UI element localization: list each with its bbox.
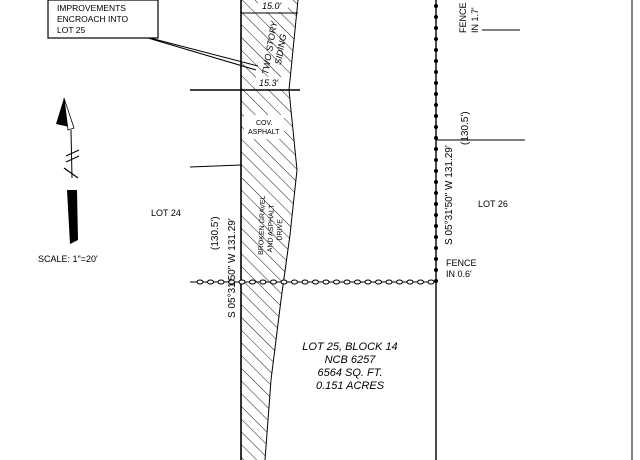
callout-line-3: LOT 25 <box>57 25 85 35</box>
right-boundary-line <box>434 0 633 460</box>
drive-label-3: DRIVE <box>277 219 285 241</box>
fence-post <box>238 279 246 285</box>
fence-post <box>434 224 438 228</box>
fence-post <box>228 279 235 285</box>
fence-dots-vertical <box>434 4 438 283</box>
callout-line-2: ENCROACH INTO <box>57 14 129 24</box>
fence-post <box>434 37 438 41</box>
fence-post <box>434 4 438 8</box>
fence-post <box>301 279 309 285</box>
right-line-bearing: S 05°31'50" W 131.29' <box>444 145 455 245</box>
left-line-bearing: S 05°31'50" W 131.29' <box>227 218 238 318</box>
scale-label: SCALE: 1"=20' <box>38 254 98 264</box>
fence-post <box>434 268 438 272</box>
fence-post <box>427 279 435 285</box>
fence-post <box>207 279 214 285</box>
fence-post <box>259 279 267 285</box>
cov-label-2: ASPHALT <box>248 129 280 136</box>
fence-post <box>406 279 414 285</box>
fence-post <box>434 158 438 162</box>
encroachment-callout: IMPROVEMENTS ENCROACH INTO LOT 25 <box>47 0 259 71</box>
structure-dim-top: 15.0' <box>262 1 282 11</box>
fence-post <box>434 180 438 184</box>
callout-line-1: IMPROVEMENTS <box>57 3 126 13</box>
fence-post <box>434 92 438 96</box>
fence-top-label-2: IN 1.7' <box>470 7 480 33</box>
two-story-structure <box>190 0 300 460</box>
fence-post <box>434 15 438 19</box>
fence-mid-label-1: FENCE <box>446 258 477 268</box>
fence-post <box>417 279 424 285</box>
encroachment-hatch <box>241 0 298 460</box>
fence-post <box>270 279 277 285</box>
fence-top-label-1: FENCE <box>458 2 468 33</box>
fence-post <box>217 279 225 285</box>
subject-lot-info: LOT 25, BLOCK 14 NCB 6257 6564 SQ. FT. 0… <box>302 341 397 392</box>
drive-label-1: BROKEN GRAVEL <box>258 195 267 255</box>
fence-post <box>396 279 403 285</box>
fence-post <box>291 279 298 285</box>
structure-dim-bottom: 15.3' <box>259 78 279 88</box>
fence-post <box>364 279 372 285</box>
subject-line-2: NCB 6257 <box>325 354 377 366</box>
fence-post <box>434 202 438 206</box>
fence-post <box>434 103 438 107</box>
subject-line-4: 0.151 ACRES <box>316 380 385 392</box>
fence-line-horizontal <box>190 279 436 285</box>
fence-post <box>434 235 438 239</box>
fence-post <box>434 136 438 140</box>
right-line-record: (130.5') <box>460 111 471 145</box>
fence-post <box>434 125 438 129</box>
lot-24-label: LOT 24 <box>151 208 181 218</box>
fence-post <box>434 48 438 52</box>
cov-label-1: COV. <box>256 120 273 127</box>
fence-post <box>434 191 438 195</box>
fence-post <box>434 114 438 118</box>
fence-post <box>434 246 438 250</box>
fence-post <box>343 279 351 285</box>
lot-line-left-top <box>189 164 242 168</box>
fence-post <box>434 26 438 30</box>
drive-label-2: AND ASPHALT <box>267 204 276 253</box>
fence-post <box>249 279 256 285</box>
lot-26-label: LOT 26 <box>478 199 508 209</box>
fence-post <box>312 279 319 285</box>
fence-mid-label-2: IN 0.6' <box>446 269 472 279</box>
fence-post <box>434 81 438 85</box>
fence-post <box>385 279 393 285</box>
fence-post <box>434 70 438 74</box>
drive-label: BROKEN GRAVEL AND ASPHALT DRIVE <box>258 195 285 255</box>
fence-post <box>354 279 361 285</box>
subject-line-1: LOT 25, BLOCK 14 <box>302 341 397 353</box>
fence-post <box>333 279 340 285</box>
fence-post <box>434 59 438 63</box>
fence-post <box>322 279 330 285</box>
fence-post <box>434 147 438 151</box>
fence-post <box>196 279 204 285</box>
fence-post <box>434 257 438 261</box>
fence-post <box>280 279 288 285</box>
fence-post <box>434 169 438 173</box>
fence-post <box>434 213 438 217</box>
fence-post <box>375 279 382 285</box>
left-line-record: (130.5') <box>210 216 221 250</box>
north-arrow-icon <box>56 97 80 244</box>
subject-line-3: 6564 SQ. FT. <box>317 367 382 379</box>
